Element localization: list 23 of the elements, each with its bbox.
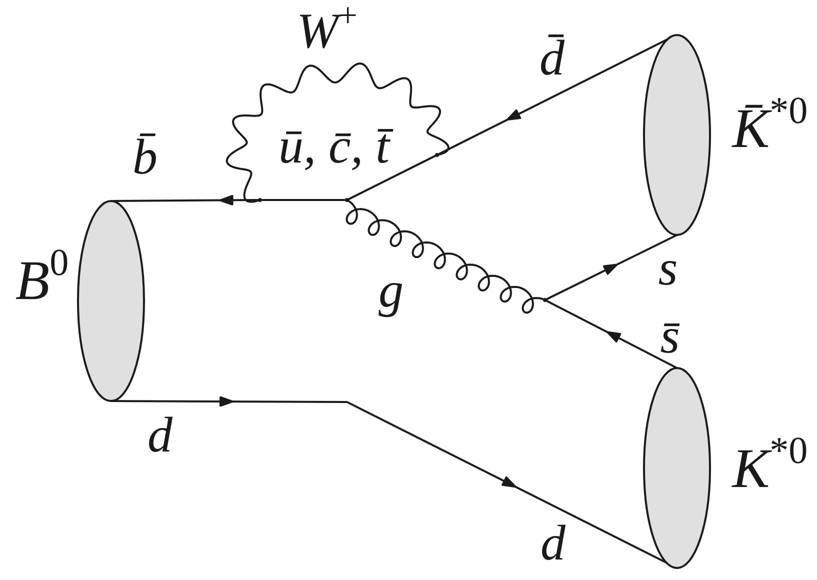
curly-gluon-line <box>346 200 544 314</box>
quark-line <box>110 195 259 206</box>
particle-label: d <box>540 516 566 570</box>
meson-label: B$^{0}$ <box>15 251 69 313</box>
particle-label: s <box>658 240 678 296</box>
quark-line <box>261 199 346 201</box>
vertex-dot <box>344 198 350 202</box>
meson-label: K$^{*0}$ <box>732 439 808 501</box>
particle-label: b̄ <box>132 130 158 184</box>
meson-label: K̄$^{*0}$ <box>732 99 808 161</box>
quark-line <box>546 300 678 369</box>
vertex-dot <box>542 298 548 302</box>
vertex-dot <box>258 198 262 202</box>
particle-label: W$^{+}$ <box>296 4 358 58</box>
particle-label: g <box>378 262 404 318</box>
wavy-line <box>226 62 450 203</box>
particle-label: d̄ <box>540 30 564 86</box>
quark-line <box>348 155 436 200</box>
particle-label: d <box>148 408 172 462</box>
quark-line <box>546 234 678 300</box>
particle-label: s̄ <box>660 308 680 364</box>
vertex-dot <box>434 152 440 158</box>
quark-line <box>438 38 668 155</box>
